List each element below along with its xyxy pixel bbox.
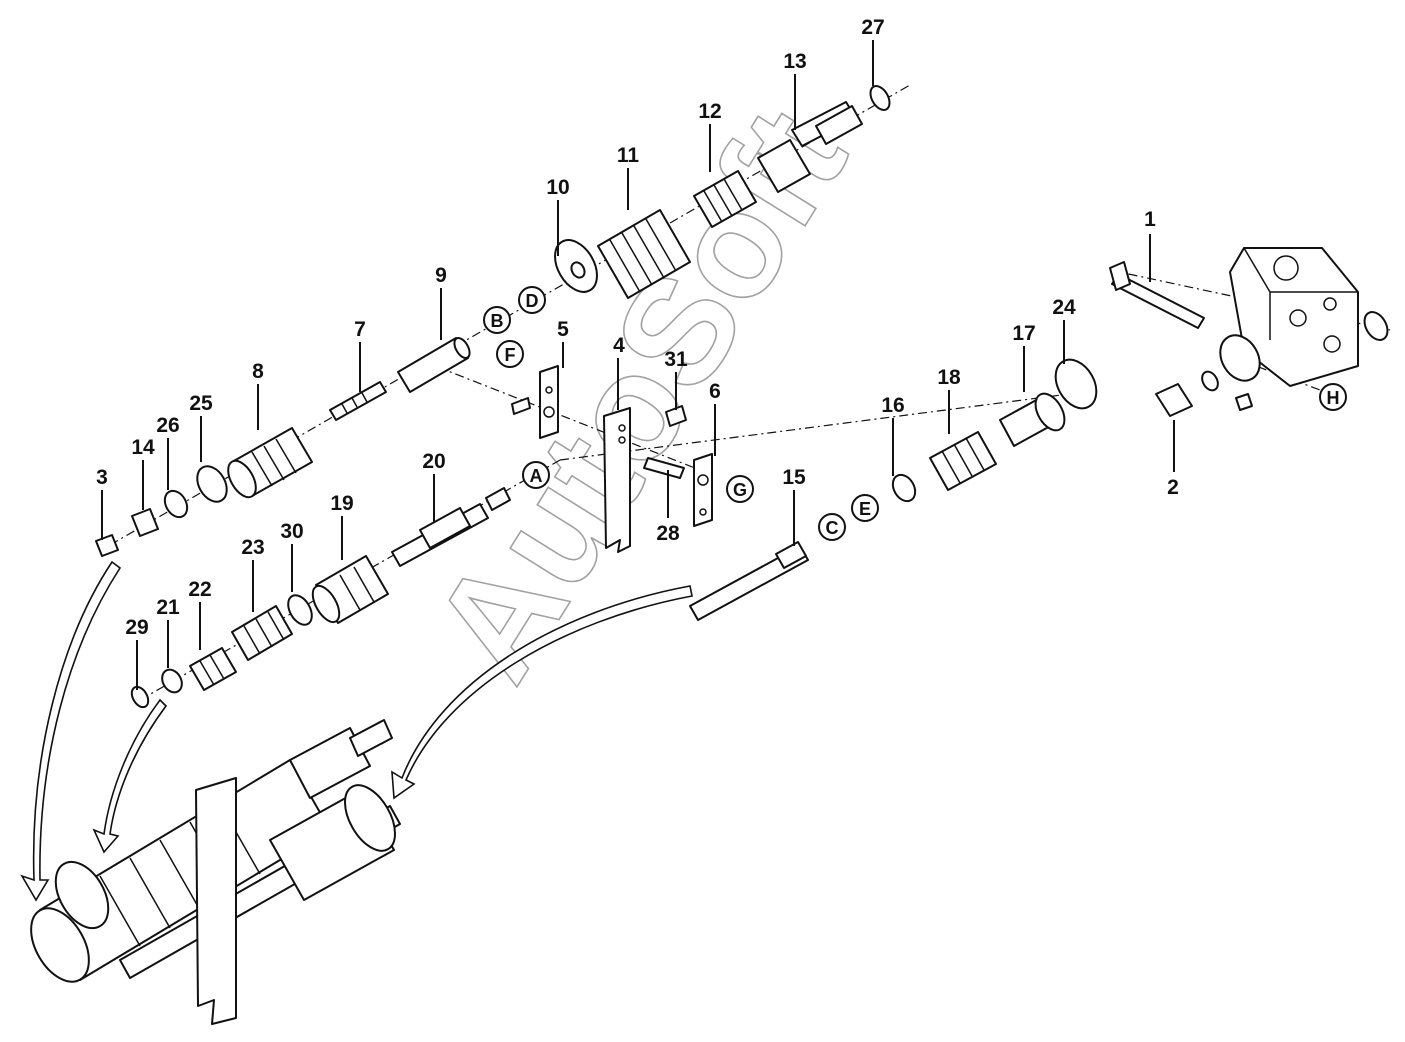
callout-17: 17	[1012, 322, 1035, 345]
callout-28: 28	[656, 522, 680, 545]
callout-22: 22	[188, 578, 211, 601]
marker-C-circle	[818, 513, 846, 541]
assembly-arrows	[20, 560, 693, 902]
seal-2	[1201, 370, 1219, 392]
marker-F-circle	[496, 340, 524, 368]
plug-13	[757, 101, 863, 193]
link-6	[693, 453, 713, 527]
marker-E: E	[859, 499, 871, 519]
ring-30	[287, 594, 313, 626]
spring-22	[189, 647, 237, 691]
bushing-8	[227, 427, 313, 499]
stem-7	[329, 381, 387, 421]
body-plug	[1363, 311, 1389, 341]
spring-23	[231, 605, 293, 661]
callout-25: 25	[189, 392, 213, 415]
reference-markers: A B C D E F G H	[483, 286, 1347, 541]
callout-20: 20	[422, 450, 445, 473]
marker-F: F	[505, 345, 516, 365]
ring-25	[196, 465, 228, 503]
marker-G: G	[733, 480, 747, 500]
spool-20	[391, 487, 511, 567]
marker-B: B	[491, 311, 504, 331]
callout-23: 23	[241, 536, 264, 559]
leader-lines	[101, 40, 1175, 690]
marker-D-circle	[518, 286, 546, 314]
upper-valve-row	[95, 85, 891, 557]
callout-3: 3	[96, 466, 108, 489]
callout-12: 12	[698, 100, 721, 123]
marker-C: C	[826, 518, 839, 538]
link-5	[539, 365, 559, 439]
lever-assembly	[511, 365, 713, 553]
sleeve-19	[311, 555, 389, 624]
spring-12	[693, 170, 757, 228]
callout-21: 21	[156, 596, 180, 619]
pin-28	[643, 457, 685, 479]
marker-H-circle	[1319, 383, 1347, 411]
marker-E-circle	[851, 494, 879, 522]
callout-4: 4	[613, 334, 625, 357]
curved-arrow-icon	[92, 698, 168, 854]
callout-8: 8	[252, 360, 264, 383]
part-callouts: 1 2 3 4 5 6 7 8 9 10 11 12 13 14 15 16 1…	[96, 16, 1179, 639]
marker-A: A	[530, 466, 543, 486]
shim-26	[163, 489, 189, 519]
assembled-view	[30, 719, 401, 1025]
spring-11	[597, 209, 691, 299]
valve-body-group	[1109, 247, 1389, 417]
marker-D: D	[526, 291, 539, 311]
washer-16	[891, 473, 917, 503]
callout-31: 31	[664, 348, 688, 371]
flange-port	[1219, 334, 1261, 382]
callout-19: 19	[330, 492, 353, 515]
callout-1: 1	[1144, 208, 1156, 231]
callout-26: 26	[156, 414, 179, 437]
marker-H: H	[1327, 388, 1340, 408]
callout-6: 6	[709, 380, 721, 403]
cap-3	[95, 534, 119, 557]
spring-18	[929, 431, 997, 491]
washer-10	[554, 239, 598, 293]
shaft-15	[689, 545, 809, 621]
ring-29	[130, 685, 150, 709]
small-nut	[1235, 393, 1253, 411]
marker-A-circle	[522, 461, 550, 489]
callout-9: 9	[435, 264, 447, 287]
callout-10: 10	[546, 176, 569, 199]
callout-30: 30	[280, 520, 303, 543]
middle-spool-row	[130, 487, 511, 709]
callout-29: 29	[125, 616, 148, 639]
sleeve-14	[131, 508, 159, 537]
callout-5: 5	[557, 318, 569, 341]
callout-13: 13	[783, 50, 806, 73]
curved-arrow-icon	[20, 560, 122, 902]
plunger-9	[397, 337, 471, 393]
callout-11: 11	[617, 144, 640, 167]
pin-small	[511, 397, 531, 415]
callout-24: 24	[1052, 296, 1076, 319]
lever-4	[603, 407, 631, 553]
callout-7: 7	[354, 318, 366, 341]
callout-15: 15	[782, 466, 806, 489]
plug-2	[1155, 383, 1193, 417]
callout-16: 16	[881, 394, 904, 417]
callout-18: 18	[937, 366, 961, 389]
callout-14: 14	[131, 436, 155, 459]
marker-B-circle	[483, 306, 511, 334]
curved-arrow-icon	[391, 585, 693, 800]
callout-27: 27	[861, 16, 884, 39]
plug-17	[999, 392, 1066, 447]
ring-21	[161, 668, 183, 694]
marker-G-circle	[726, 475, 754, 503]
seal-27	[869, 85, 891, 111]
callout-2: 2	[1167, 476, 1179, 499]
